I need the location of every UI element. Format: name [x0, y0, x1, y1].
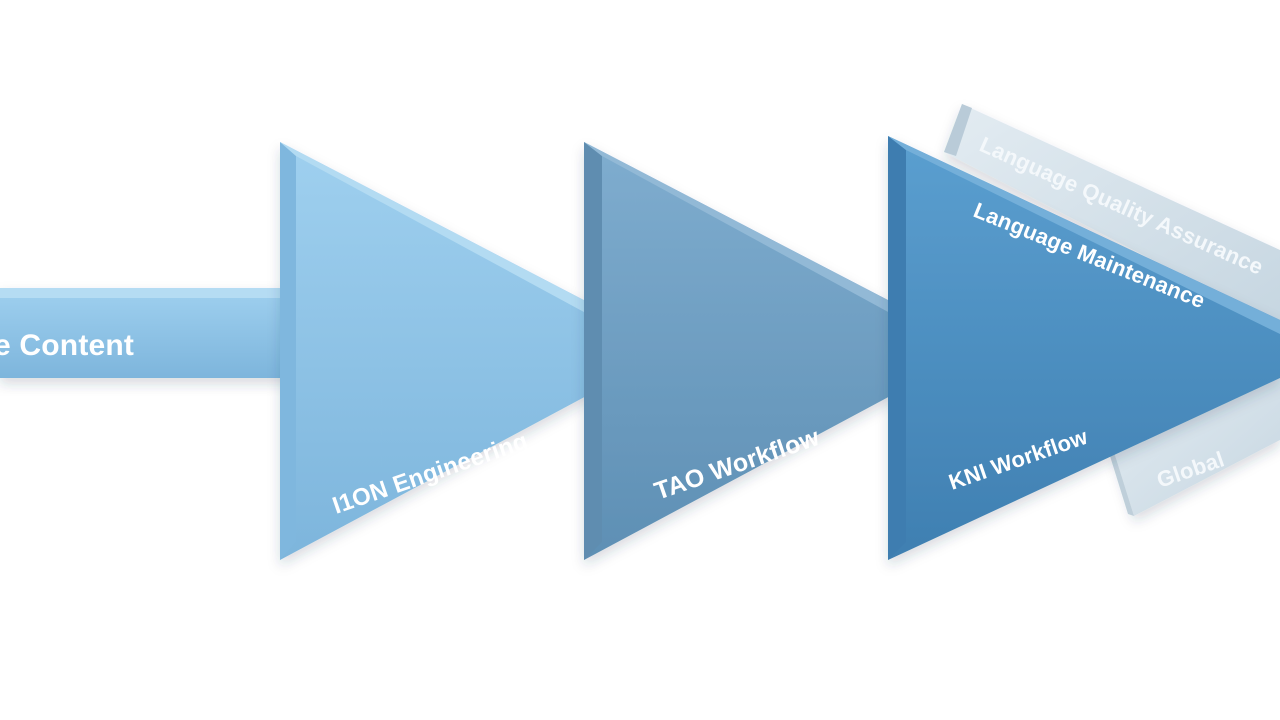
stage-1-label: e Content [0, 329, 134, 362]
stage-4-lower-panel [1110, 370, 1280, 516]
stage-1-arrow [0, 142, 676, 560]
stage-4-background-panel [944, 104, 1280, 326]
stage-3-arrow [888, 136, 1280, 560]
stage-2-arrow [584, 142, 980, 560]
